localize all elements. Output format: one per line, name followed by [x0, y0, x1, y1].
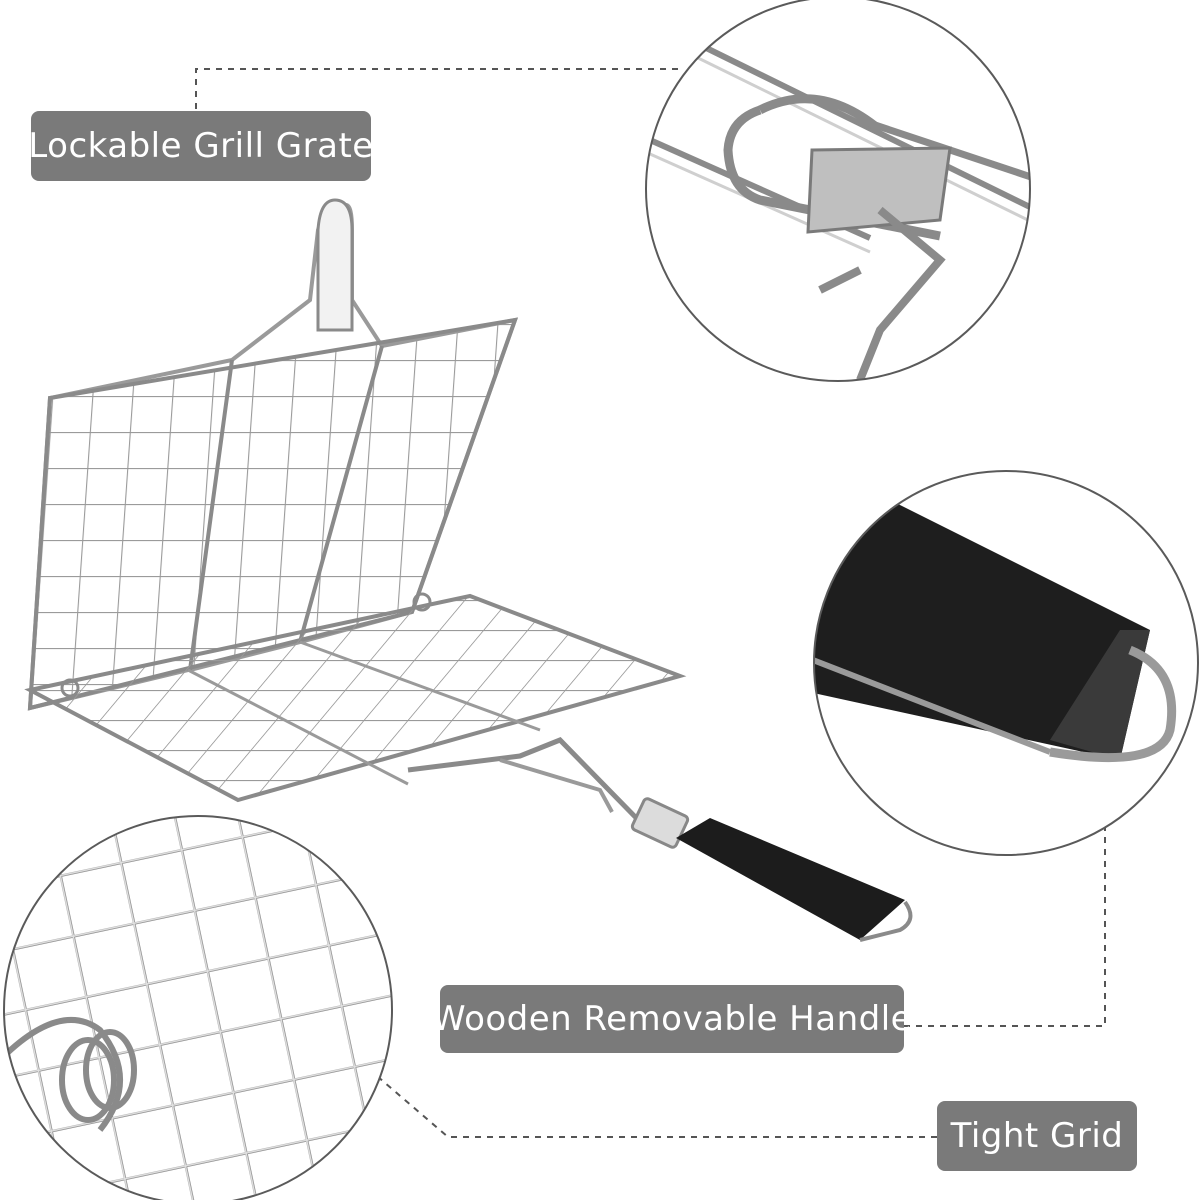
callout-lockable-grill-grate: Lockable Grill Grate: [28, 111, 373, 181]
leader-grid: [369, 1069, 937, 1138]
zoom-grid-detail: [3, 815, 393, 1200]
leader-lines: [195, 68, 1106, 1138]
leader-handle: [904, 826, 1106, 1027]
grill-basket: [24, 198, 913, 942]
callout-wooden-removable-handle: Wooden Removable Handle: [432, 985, 912, 1053]
callout-tight-grid: Tight Grid: [937, 1101, 1137, 1171]
zoom-handle-detail: [813, 470, 1199, 856]
zoom-lock-detail: [645, 0, 1031, 382]
leader-lockable: [195, 68, 680, 109]
